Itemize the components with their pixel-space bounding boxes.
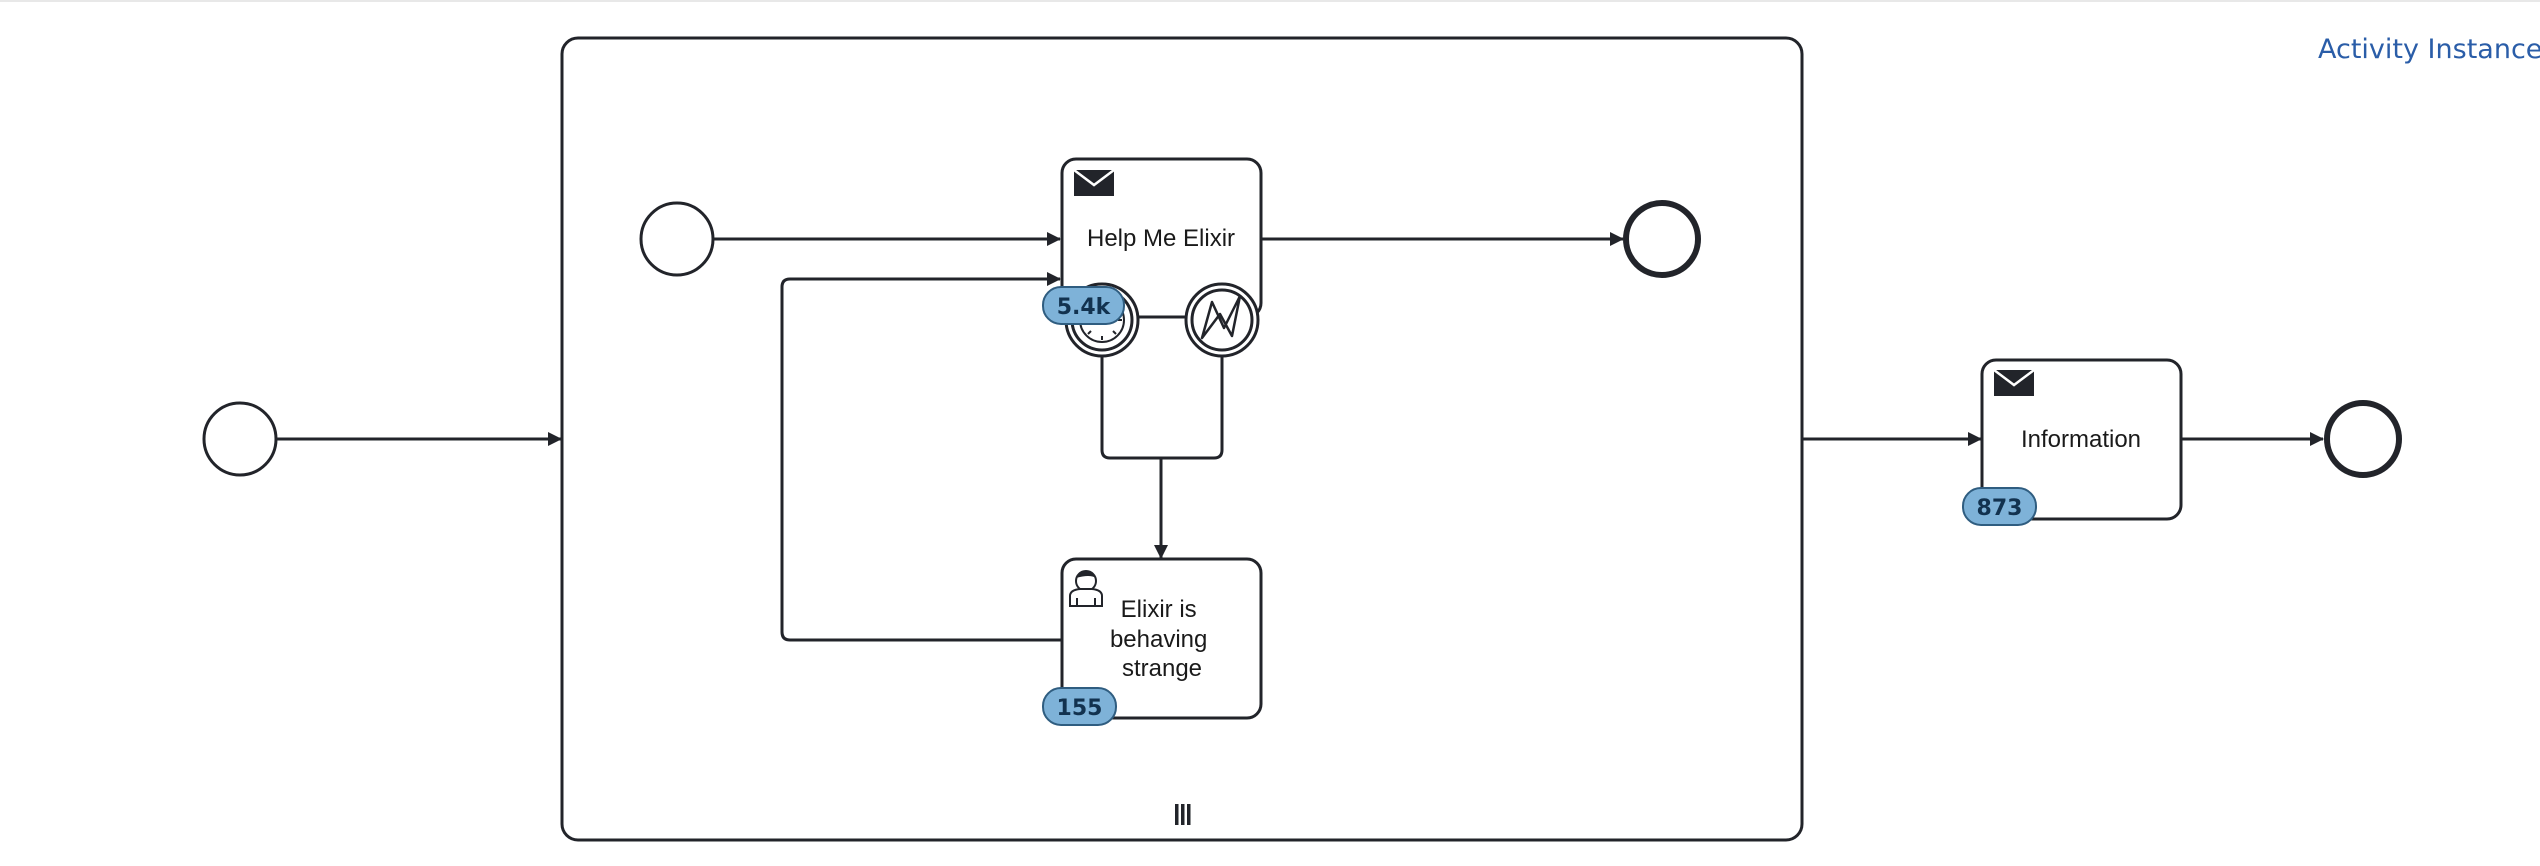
inner-start-event[interactable]	[639, 201, 715, 277]
user-icon	[1069, 570, 1103, 607]
outer-end-event[interactable]	[2324, 400, 2402, 478]
badge-information-count: 873	[1977, 496, 2023, 521]
badge-help-me-elixir: 5.4k	[1042, 286, 1125, 325]
task-information-label: Information	[2021, 426, 2141, 453]
boundary-error-event[interactable]	[1184, 282, 1260, 358]
envelope-icon	[1993, 369, 2035, 396]
flow-error-boundary-merge[interactable]	[1161, 354, 1224, 460]
flow-timer-boundary-merge[interactable]	[1100, 354, 1161, 460]
task-elixir-label-line-1: Elixir is	[1121, 596, 1197, 623]
badge-information: 873	[1962, 487, 2037, 526]
activity-instance-link[interactable]: Activity Instance S	[2318, 34, 2540, 65]
badge-help-me-elixir-count: 5.4k	[1057, 295, 1112, 320]
error-icon	[1200, 294, 1242, 340]
badge-elixir-behaving-strange: 155	[1042, 687, 1117, 726]
outer-start-event[interactable]	[202, 401, 278, 477]
task-help-me-elixir[interactable]: Help Me Elixir	[1060, 157, 1263, 319]
envelope-icon	[1073, 169, 1115, 196]
top-divider	[0, 0, 2540, 2]
task-elixir-label-line-2: behaving	[1110, 626, 1207, 653]
task-elixir-label: Elixir is behaving strange	[1110, 596, 1214, 682]
task-elixir-behaving-strange[interactable]: Elixir is behaving strange	[1060, 557, 1263, 720]
task-information[interactable]: Information	[1980, 358, 2183, 521]
badge-elixir-count: 155	[1057, 696, 1103, 721]
inner-end-event[interactable]	[1623, 200, 1701, 278]
parallel-multi-instance-icon	[1175, 804, 1191, 825]
task-elixir-label-line-3: strange	[1122, 655, 1202, 682]
flow-loop-back[interactable]	[780, 272, 1062, 642]
task-help-me-elixir-label: Help Me Elixir	[1087, 225, 1235, 252]
